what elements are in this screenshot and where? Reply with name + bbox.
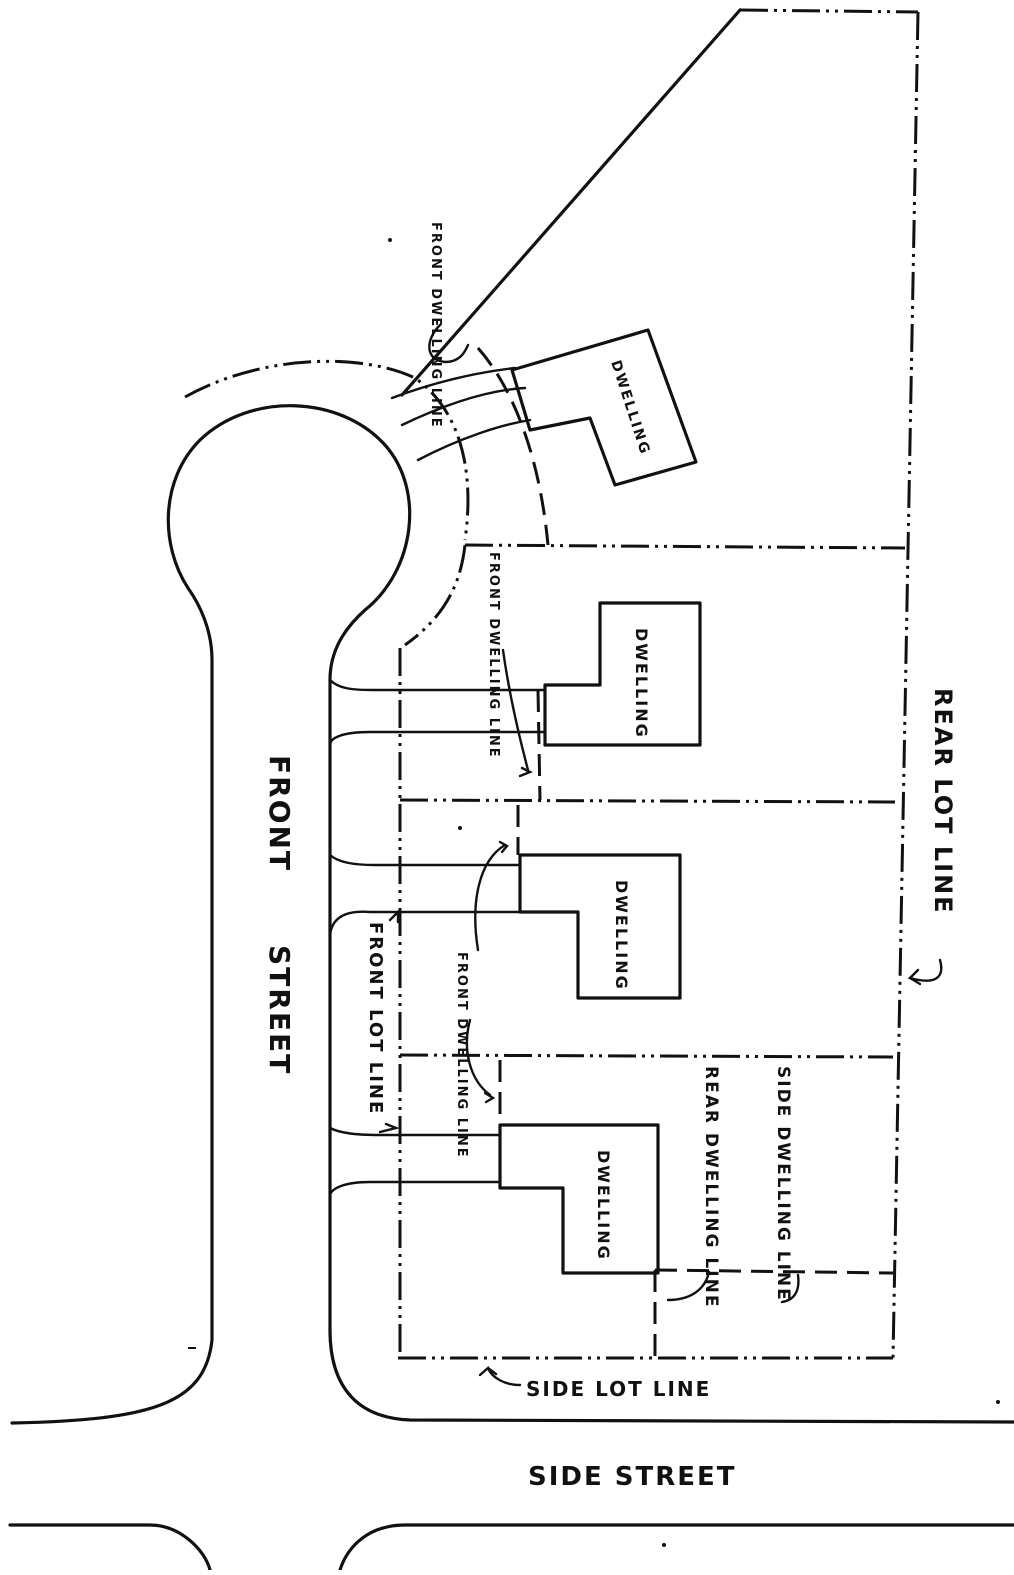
- front-dwelling-line-label-2: FRONT DWELLING LINE: [486, 552, 501, 759]
- dwelling-2-label: DWELLING: [632, 628, 651, 739]
- scan-specks: [188, 238, 1000, 1547]
- front-street-label: FRONT: [263, 755, 296, 872]
- dwelling-lines: [476, 347, 894, 1358]
- dwelling-1-footprint: [510, 328, 698, 487]
- dwelling-footprints: [498, 328, 702, 1275]
- front-dwelling-line-label-1: FRONT DWELLING LINE: [428, 222, 443, 429]
- side-lot-line-label: SIDE LOT LINE: [526, 1377, 711, 1401]
- dwelling-1-label: DWELLING: [607, 358, 653, 457]
- dwelling-4-label: DWELLING: [594, 1150, 613, 1261]
- labels: FRONT STREET SIDE STREET REAR LOT LINE S…: [263, 222, 957, 1492]
- rear-dwelling-line-label: REAR DWELLING LINE: [701, 1066, 721, 1308]
- side-street: [8, 1523, 1014, 1572]
- side-dwelling-line-label: SIDE DWELLING LINE: [773, 1066, 793, 1302]
- side-street-label: SIDE STREET: [528, 1462, 737, 1492]
- lot-lines: [398, 8, 920, 1360]
- front-lot-line-label: FRONT LOT LINE: [365, 922, 386, 1115]
- driveways: [328, 366, 547, 1197]
- leader-arrows: [378, 323, 943, 1387]
- dwelling-3-footprint: [518, 853, 682, 1000]
- dwelling-2-footprint: [543, 601, 702, 747]
- front-street-cul-de-sac: [10, 359, 1014, 1425]
- front-street-label-2: STREET: [263, 945, 296, 1075]
- dwelling-3-label: DWELLING: [612, 880, 631, 991]
- dwelling-4-footprint: [498, 1123, 660, 1275]
- rear-lot-line-label: REAR LOT LINE: [929, 688, 957, 915]
- front-dwelling-line-label-3: FRONT DWELLING LINE: [454, 952, 469, 1159]
